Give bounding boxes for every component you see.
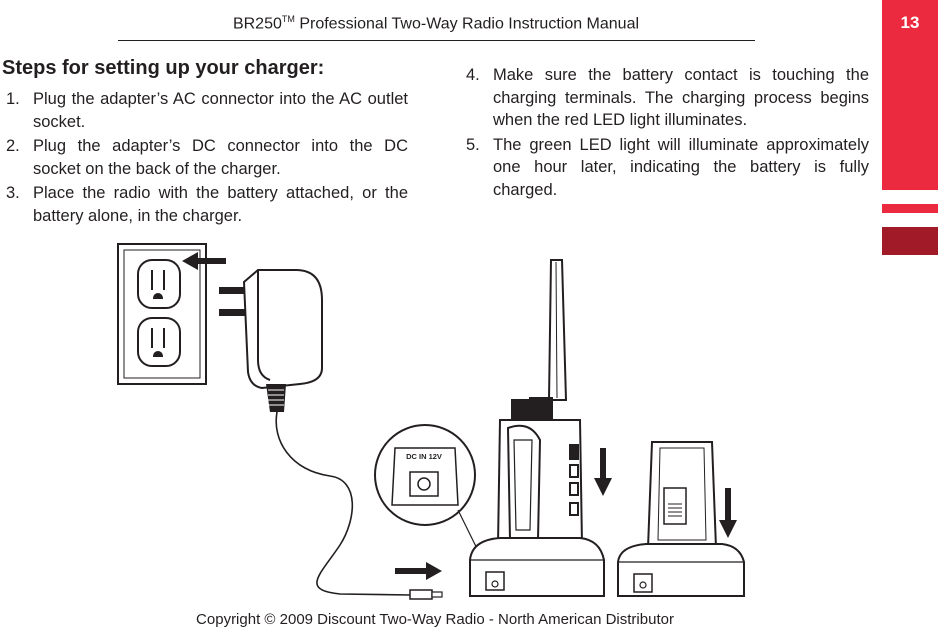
step-number: 5. [466,135,480,154]
socket-label: DC IN 12V [406,452,442,461]
footer-copyright: Copyright © 2009 Discount Two-Way Radio … [196,611,674,628]
step-item: 2. Plug the adapter’s DC connector into t… [6,135,408,180]
dc-plug [409,589,443,600]
step-number: 1. [6,90,20,108]
step-number: 3. [6,184,20,202]
page-tab: 13 [882,0,938,190]
charger-with-battery [617,441,745,597]
tab-stripe-light [882,204,938,213]
step-item: 5. The green LED light will illuminate ap… [466,134,869,202]
ac-adapter [219,269,323,412]
charger-with-radio [469,259,605,597]
steps-list-right: 4. Make sure the battery contact is touch… [466,64,869,203]
step-number: 4. [466,66,480,84]
adapter-cable [275,411,411,596]
step-text: The green LED light will illuminate appr… [493,135,869,199]
wall-outlet [117,243,207,385]
step-item: 1. Plug the adapter’s AC connector into t… [6,88,408,133]
step-text: Place the radio with the battery attache… [33,184,408,225]
step-text: Make sure the battery contact is touchin… [493,66,869,129]
step-item: 3. Place the radio with the battery attac… [6,182,408,227]
page-number: 13 [900,13,920,32]
arrow-to-dc-socket [395,562,442,580]
arrow-down-radio [594,448,612,496]
section-title: Steps for setting up your charger: [2,57,325,79]
header-rule [118,40,755,41]
arrow-to-outlet [182,252,226,270]
steps-list-left: 1. Plug the adapter’s AC connector into t… [6,88,408,229]
dc-socket-detail: DC IN 12V [374,424,491,576]
step-number: 2. [6,137,20,155]
step-text: Plug the adapter’s DC connector into the… [33,137,408,178]
step-item: 4. Make sure the battery contact is touch… [466,64,869,132]
manual-title-model: BR250 [232,15,282,33]
manual-title-rest: Professional Two-Way Radio Instruction M… [294,15,640,33]
step-text: Plug the adapter’s AC connector into the… [33,90,408,131]
tab-stripe-dark [882,227,938,255]
arrow-down-battery [719,488,737,538]
page-header: BR250TM Professional Two-Way Radio Instr… [118,14,754,33]
trademark-mark: TM [281,14,295,24]
